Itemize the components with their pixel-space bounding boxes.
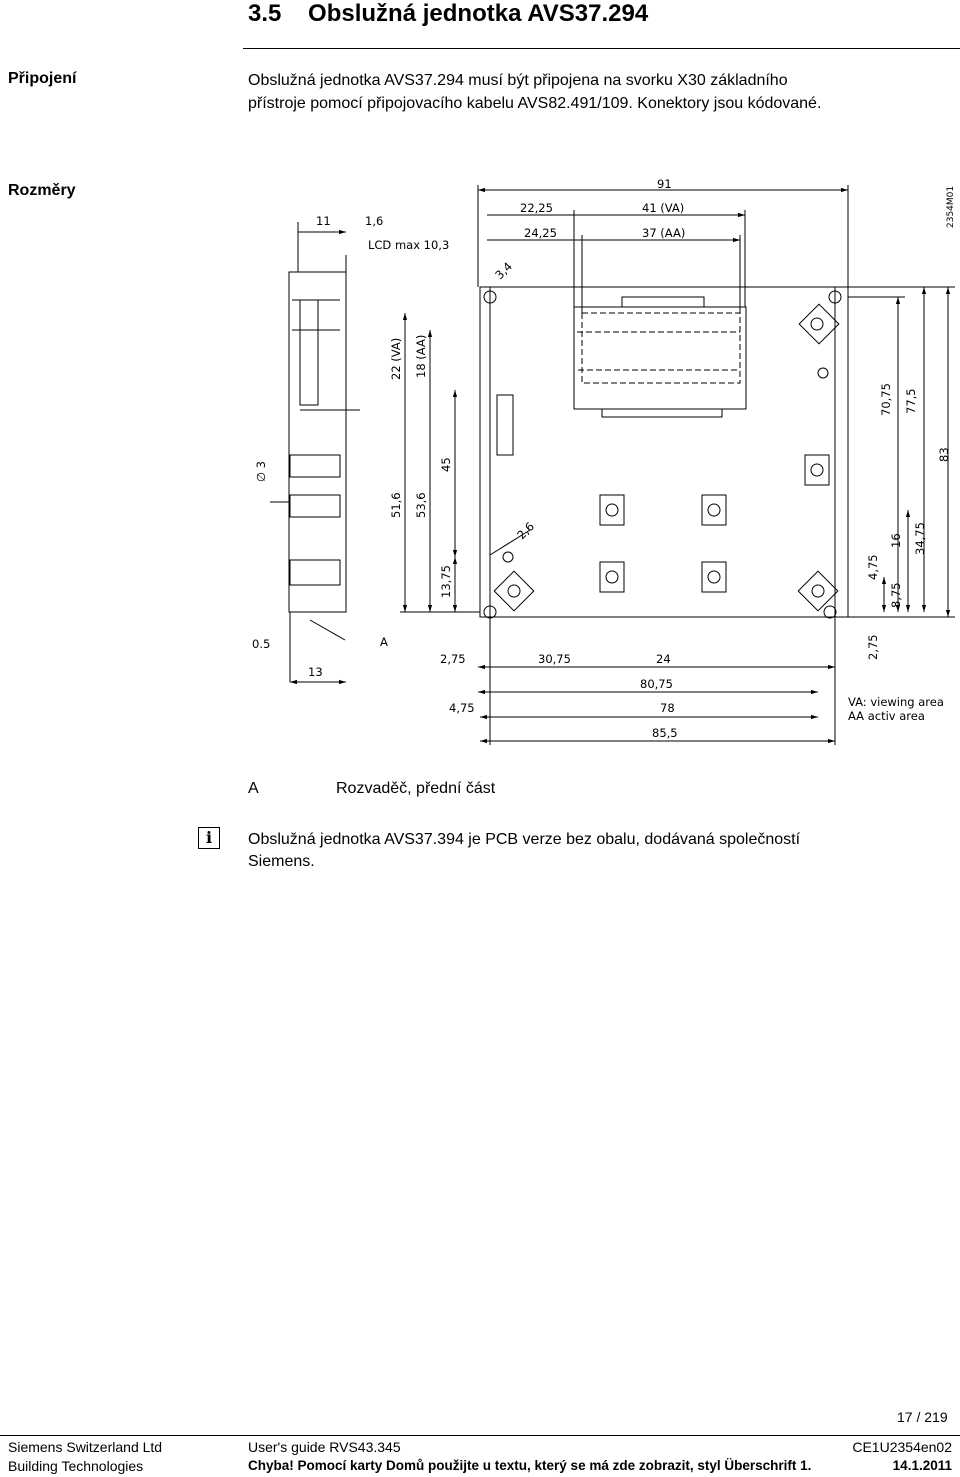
dimensions-label: Rozměry xyxy=(8,182,76,199)
dim-13: 13 xyxy=(308,665,323,679)
dim-51-6: 51,6 xyxy=(389,492,403,518)
section-title: Obslužná jednotka AVS37.294 xyxy=(308,0,649,27)
footer-company: Siemens Switzerland Ltd xyxy=(8,1439,163,1455)
legend-text: Rozvaděč, přední část xyxy=(336,780,496,797)
dim-2-6: 2,6 xyxy=(514,519,537,542)
dim-22-25: 22,25 xyxy=(520,201,553,215)
dim-41-va: 41 (VA) xyxy=(642,201,684,215)
dim-1-6: 1,6 xyxy=(365,214,383,228)
pcb-outline xyxy=(479,286,849,618)
section-number: 3.5 xyxy=(248,0,282,27)
note-line: Siemens. xyxy=(248,853,315,870)
dim-78: 78 xyxy=(660,701,675,715)
legend-key: A xyxy=(248,780,259,797)
dim-85-5: 85,5 xyxy=(652,726,678,740)
dim-2-75-bottom: 2,75 xyxy=(440,652,466,666)
dim-8-75: 8,75 xyxy=(889,582,903,608)
footer-error: Chyba! Pomocí karty Domů použijte u text… xyxy=(248,1458,812,1473)
dim-2-75-right: 2,75 xyxy=(866,634,880,660)
footer-code: CE1U2354en02 xyxy=(852,1439,952,1455)
dimension-drawing: 91 22,25 41 (VA) 24,25 37 (AA) 11 1,6 LC… xyxy=(245,170,960,750)
section-heading: 3.5 Obslužná jednotka AVS37.294 xyxy=(248,0,648,28)
footer-doc-title: User's guide RVS43.345 xyxy=(248,1439,401,1455)
dim-83: 83 xyxy=(937,447,951,462)
dim-16: 16 xyxy=(889,533,903,548)
heading-divider xyxy=(243,48,960,49)
dim-4-75-right: 4,75 xyxy=(866,554,880,580)
dim-4-75-bottom: 4,75 xyxy=(449,701,475,715)
dim-0-5: 0.5 xyxy=(252,637,270,651)
connection-line: přístroje pomocí připojovacího kabelu AV… xyxy=(248,95,822,112)
footer-divider xyxy=(0,1435,960,1436)
dim-3-4: 3,4 xyxy=(492,259,515,282)
info-icon: i xyxy=(198,827,220,849)
dim-18-aa: 18 (AA) xyxy=(414,335,428,378)
legend-va: VA: viewing area xyxy=(848,695,944,709)
note-line: Obslužná jednotka AVS37.394 je PCB verze… xyxy=(248,831,801,848)
footer-division: Building Technologies xyxy=(8,1458,144,1474)
dim-22-va: 22 (VA) xyxy=(389,338,403,380)
footer-date: 14.1.2011 xyxy=(892,1458,952,1473)
dimension-drawing-svg: 91 22,25 41 (VA) 24,25 37 (AA) 11 1,6 LC… xyxy=(252,177,956,745)
connection-line: Obslužná jednotka AVS37.294 musí být při… xyxy=(248,72,788,89)
dim-30-75: 30,75 xyxy=(538,652,571,666)
dim-91: 91 xyxy=(657,177,672,191)
drawing-id: 2354M01 xyxy=(946,186,956,228)
page-number: 17 / 219 xyxy=(897,1409,948,1425)
dim-70-75: 70,75 xyxy=(879,383,893,416)
dim-24: 24 xyxy=(656,652,671,666)
label-a: A xyxy=(380,635,388,649)
lcd-frame xyxy=(573,306,747,410)
dim-lcd-max: LCD max 10,3 xyxy=(368,238,449,252)
note-paragraph: Obslužná jednotka AVS37.394 je PCB verze… xyxy=(248,829,800,873)
dim-77-5: 77,5 xyxy=(904,388,918,414)
dim-13-75: 13,75 xyxy=(439,565,453,598)
dim-37-aa: 37 (AA) xyxy=(642,226,685,240)
dim-24-25: 24,25 xyxy=(524,226,557,240)
lcd-viewing-area xyxy=(581,312,741,384)
dim-45: 45 xyxy=(439,457,453,472)
dim-34-75: 34,75 xyxy=(913,522,927,555)
dim-80-75: 80,75 xyxy=(640,677,673,691)
dim-phi-3: ∅ 3 xyxy=(254,461,268,482)
connection-label: Připojení xyxy=(8,70,77,87)
dim-11: 11 xyxy=(316,214,331,228)
legend-aa: AA activ area xyxy=(848,709,925,723)
connection-paragraph: Obslužná jednotka AVS37.294 musí být při… xyxy=(248,69,821,115)
dim-53-6: 53,6 xyxy=(414,492,428,518)
